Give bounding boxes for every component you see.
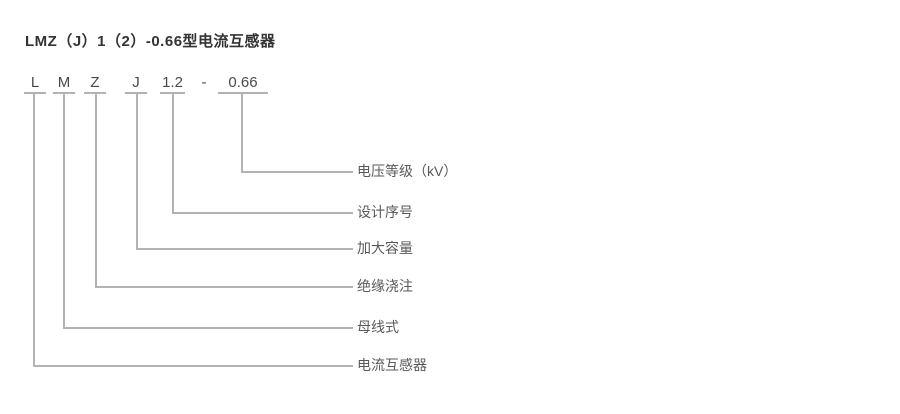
code-part-L: L <box>24 74 46 94</box>
connector-line-design-serial <box>172 94 353 214</box>
legend-label-cast-insulation: 绝缘浇注 <box>357 278 413 294</box>
code-part-M: M <box>53 74 75 94</box>
legend-label-design-serial: 设计序号 <box>357 204 413 220</box>
connector-line-cast-insulation <box>95 94 353 288</box>
code-part-J: J <box>125 74 147 94</box>
code-part-voltage: 0.66 <box>218 74 268 94</box>
connector-line-increased-capacity <box>136 94 353 250</box>
connector-line-busbar-type <box>63 94 353 329</box>
legend-label-voltage-class: 电压等级（kV） <box>357 163 458 179</box>
connector-line-current-transformer <box>33 94 353 367</box>
code-part-hyphen: - <box>201 74 207 91</box>
code-part-Z: Z <box>84 74 106 94</box>
legend-label-busbar-type: 母线式 <box>357 319 399 335</box>
legend-label-current-transformer: 电流互感器 <box>357 357 427 373</box>
diagram-title: LMZ（J）1（2）-0.66型电流互感器 <box>25 33 276 50</box>
code-part-design-serial: 1.2 <box>160 74 185 94</box>
legend-label-increased-capacity: 加大容量 <box>357 240 413 256</box>
connector-line-voltage-class <box>241 94 353 173</box>
